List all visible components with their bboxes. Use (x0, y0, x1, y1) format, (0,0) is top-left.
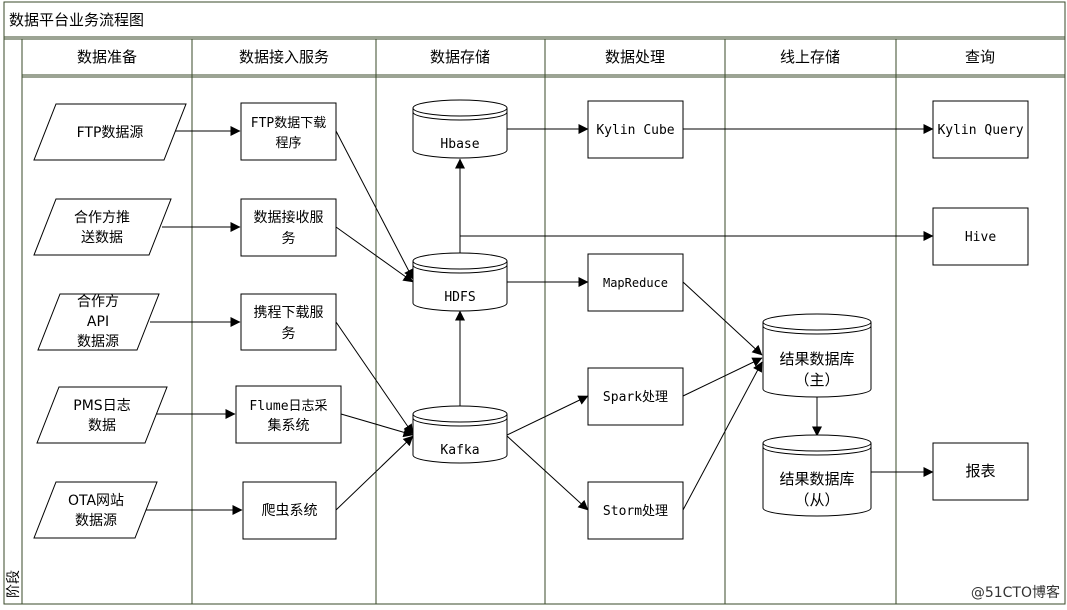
node-data-receive-label-2: 务 (282, 231, 296, 247)
edge-flume-to-kafka (340, 413, 414, 438)
edge-ctrip-download-to-kafka (335, 321, 414, 435)
node-kylin-cube: Kylin Cube (587, 100, 684, 159)
edge-spark-to-result-master (682, 357, 763, 397)
node-result-db-slave: 结果数据库 （从） (762, 434, 872, 517)
node-hive: Hive (932, 207, 1029, 266)
node-kafka-label: Kafka (440, 443, 479, 458)
node-result-db-slave-label-2: （从） (794, 491, 839, 509)
node-result-db-master-label-2: （主） (794, 371, 839, 389)
lane-header-processing: 数据处理 (605, 48, 665, 66)
lane-header-online-storage: 线上存储 (780, 48, 840, 66)
node-ftp-source-label: FTP数据源 (77, 125, 144, 141)
node-hdfs: HDFS (412, 252, 508, 312)
edge-data-receive-to-hdfs (335, 226, 414, 283)
pool-frame (3, 1, 1066, 605)
node-mapreduce: MapReduce (587, 253, 684, 312)
stage-label: 阶段 (6, 570, 22, 598)
watermark: @51CTO博客 (971, 584, 1060, 601)
node-partner-api: 合作方 API 数据源 (37, 293, 160, 351)
node-result-db-slave-label-1: 结果数据库 (779, 470, 854, 488)
node-ctrip-download: 携程下载服 务 (240, 293, 337, 351)
edge-crawler-to-kafka (335, 435, 414, 511)
node-flume-label-1: Flume日志采 (249, 399, 327, 414)
node-hbase-label: Hbase (440, 137, 479, 152)
node-hbase: Hbase (412, 99, 508, 159)
node-ftp-download-label-2: 程序 (275, 136, 301, 151)
node-mapreduce-label: MapReduce (603, 276, 668, 290)
node-ftp-download-label-1: FTP数据下载 (251, 116, 326, 131)
edge-mapreduce-to-result-master (682, 281, 763, 356)
edges (145, 124, 934, 515)
node-ftp-source: FTP数据源 (33, 103, 187, 161)
node-ftp-download: FTP数据下载 程序 (240, 102, 337, 161)
node-report-label: 报表 (965, 462, 995, 480)
node-hdfs-label: HDFS (444, 290, 475, 305)
node-report: 报表 (932, 442, 1029, 501)
node-ctrip-download-label-2: 务 (282, 326, 296, 342)
node-kafka: Kafka (412, 405, 508, 464)
lane-header-query: 查询 (965, 48, 995, 66)
node-pms-log-label-1: PMS日志 (73, 398, 130, 414)
node-partner-api-label-1: 合作方 (77, 294, 119, 310)
node-ota-site: OTA网站 数据源 (33, 481, 158, 539)
node-kylin-query: Kylin Query (932, 100, 1029, 159)
lane-header-ingestion: 数据接入服务 (239, 48, 329, 66)
node-kylin-cube-label: Kylin Cube (596, 123, 674, 138)
node-result-db-master-label-1: 结果数据库 (779, 350, 854, 368)
node-data-receive: 数据接收服 务 (240, 198, 337, 257)
node-spark: Spark处理 (587, 367, 684, 426)
node-partner-push: 合作方推 送数据 (33, 198, 172, 256)
node-partner-push-label-2: 送数据 (81, 230, 123, 246)
node-result-db-master: 结果数据库 （主） (762, 313, 872, 398)
node-ota-site-label-1: OTA网站 (68, 493, 124, 509)
node-kylin-query-label: Kylin Query (937, 123, 1023, 138)
edge-kafka-to-storm (506, 435, 589, 511)
lane-header-data-prep: 数据准备 (77, 48, 137, 66)
node-storm: Storm处理 (587, 481, 684, 540)
diagram-title: 数据平台业务流程图 (9, 11, 144, 29)
node-partner-api-label-3: 数据源 (77, 334, 119, 350)
node-pms-log-label-2: 数据 (88, 418, 116, 434)
node-ctrip-download-label-1: 携程下载服 (254, 305, 324, 321)
edge-kafka-to-spark (506, 395, 589, 436)
node-partner-push-label-1: 合作方推 (74, 210, 130, 226)
edge-storm-to-result-master (682, 361, 763, 511)
node-flume-label-2: 集系统 (268, 417, 310, 434)
node-hive-label: Hive (965, 230, 996, 245)
node-storm-label: Storm处理 (603, 504, 668, 519)
lane-header-storage: 数据存储 (430, 48, 490, 66)
node-data-receive-label-1: 数据接收服 (254, 209, 324, 226)
node-crawler: 爬虫系统 (242, 481, 337, 540)
node-partner-api-label-2: API (87, 314, 109, 330)
node-crawler-label: 爬虫系统 (262, 503, 318, 519)
node-flume: Flume日志采 集系统 (235, 385, 342, 444)
edge-ftp-download-to-hdfs (335, 130, 414, 280)
node-pms-log: PMS日志 数据 (36, 386, 168, 444)
node-spark-label: Spark处理 (603, 390, 668, 405)
node-ota-site-label-2: 数据源 (75, 513, 117, 529)
